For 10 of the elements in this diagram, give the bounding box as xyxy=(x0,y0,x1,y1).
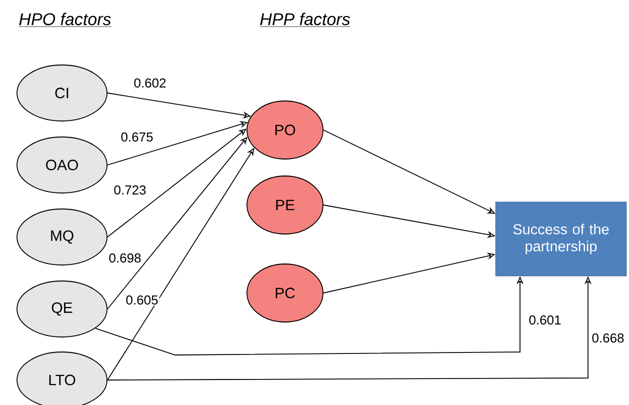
edge-label: 0.723 xyxy=(112,184,148,196)
edge-label: 0.601 xyxy=(528,314,562,326)
outcome-box: Success of the partnership xyxy=(495,202,627,276)
edge-label: 0.668 xyxy=(590,332,626,344)
edge-label: 0.602 xyxy=(132,77,168,89)
edge-label: 0.675 xyxy=(120,131,154,143)
edge-label: 0.605 xyxy=(124,294,160,306)
edge-label: 0.698 xyxy=(108,252,142,264)
heading: HPO factors xyxy=(18,12,112,27)
heading: HPP factors xyxy=(259,12,351,27)
